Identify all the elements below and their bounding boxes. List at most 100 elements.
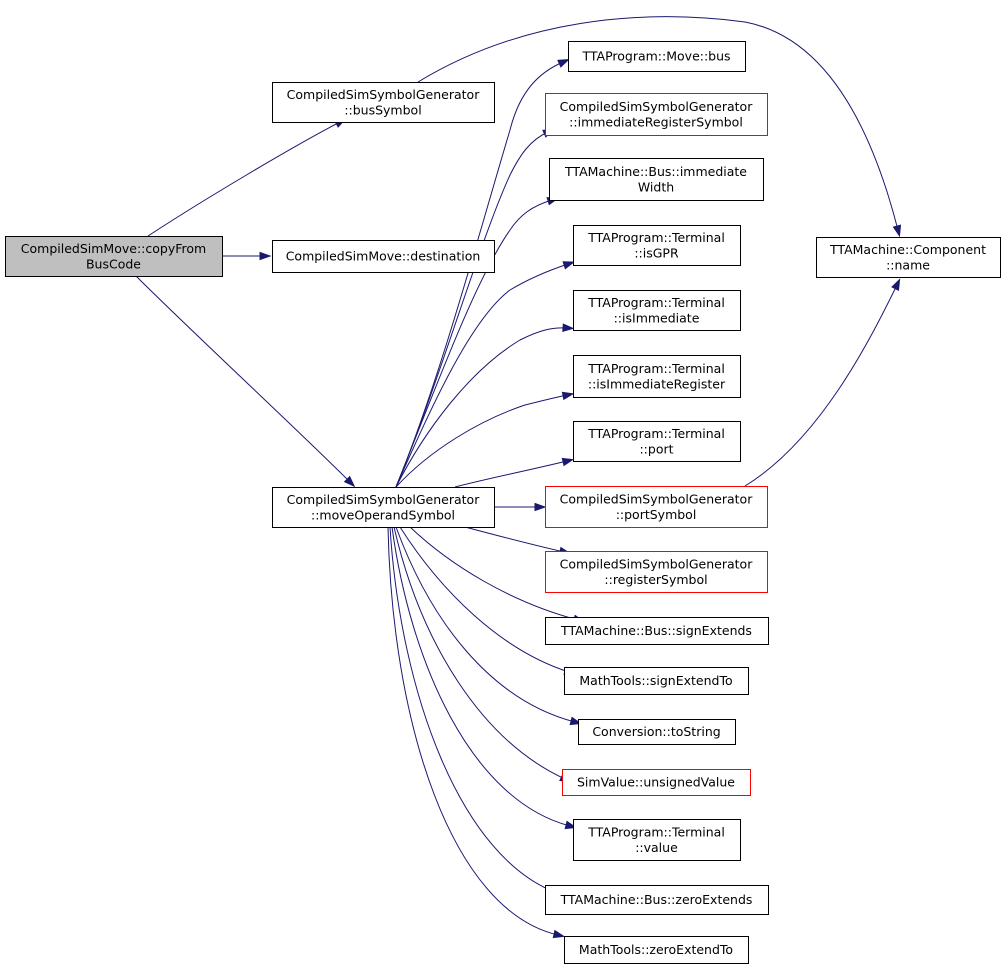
- edge-line: [387, 526, 559, 936]
- node-label: ::port: [639, 441, 673, 456]
- node-immRegSymbol[interactable]: CompiledSimSymbolGenerator::immediateReg…: [545, 93, 768, 136]
- edge-arrowhead: [561, 391, 575, 401]
- edge-line: [454, 460, 568, 488]
- node-label: ::isImmediateRegister: [588, 376, 726, 391]
- edge-busSymbol-to-componentName: [417, 16, 902, 238]
- edge-arrowhead: [534, 502, 547, 512]
- node-label: CompiledSimSymbolGenerator: [560, 99, 754, 114]
- edge-moveOperandSymbol-to-isGPR: [395, 261, 576, 488]
- node-label: TTAProgram::Terminal: [587, 230, 725, 245]
- node-destination[interactable]: CompiledSimMove::destination: [272, 240, 495, 273]
- node-box: [545, 551, 768, 593]
- edge-line: [395, 394, 568, 488]
- node-box: [545, 93, 768, 136]
- node-box: [573, 290, 741, 331]
- node-box: [549, 158, 764, 201]
- edge-moveOperandSymbol-to-signExtendTo: [399, 526, 577, 675]
- edge-arrowhead: [343, 475, 356, 488]
- node-label: TTAMachine::Component: [829, 242, 986, 257]
- edges-layer: [135, 16, 902, 939]
- edge-arrowhead: [562, 261, 576, 270]
- node-isImmediate[interactable]: TTAProgram::Terminal::isImmediate: [573, 290, 741, 331]
- edge-line: [395, 327, 568, 488]
- edge-root-to-destination: [222, 251, 272, 261]
- edge-moveOperandSymbol-to-portSymbol: [494, 502, 547, 512]
- node-box: [573, 819, 741, 861]
- node-toString[interactable]: Conversion::toString: [578, 719, 736, 745]
- node-label: TTAProgram::Move::bus: [581, 49, 730, 64]
- node-label: MathTools::signExtendTo: [579, 673, 732, 688]
- node-label: CompiledSimMove::destination: [286, 249, 481, 264]
- edge-moveOperandSymbol-to-zeroExtendTo: [387, 526, 566, 939]
- node-label: ::registerSymbol: [604, 572, 707, 587]
- edge-root-to-busSymbol: [147, 118, 347, 237]
- edge-line: [395, 526, 576, 723]
- node-box: [545, 885, 769, 915]
- edge-moveOperandSymbol-to-registerSymbol: [464, 526, 572, 556]
- node-box: [564, 667, 749, 695]
- node-box: [573, 421, 741, 462]
- node-busSymbol[interactable]: CompiledSimSymbolGenerator::busSymbol: [272, 82, 495, 123]
- node-label: SimValue::unsignedValue: [577, 775, 735, 790]
- edge-moveOperandSymbol-to-isImmediate: [395, 323, 575, 488]
- node-box: [5, 236, 223, 277]
- node-label: TTAMachine::Bus::zeroExtends: [560, 892, 753, 907]
- edge-line: [395, 263, 569, 488]
- node-label: ::isGPR: [634, 245, 679, 260]
- edge-arrowhead: [552, 929, 566, 939]
- node-box: [578, 719, 736, 745]
- node-signExtendTo[interactable]: MathTools::signExtendTo: [564, 667, 749, 695]
- node-box: [545, 617, 769, 645]
- edge-moveOperandSymbol-to-unsignedValue: [393, 526, 572, 783]
- node-label: TTAProgram::Terminal: [587, 361, 725, 376]
- edge-moveOperandSymbol-to-isImmReg: [395, 391, 575, 488]
- edge-arrowhead: [259, 251, 272, 261]
- edge-line: [409, 526, 579, 621]
- node-label: CompiledSimSymbolGenerator: [560, 556, 754, 571]
- edge-line: [393, 526, 566, 780]
- node-label: ::moveOperandSymbol: [311, 507, 455, 522]
- node-label: Conversion::toString: [592, 724, 720, 739]
- node-label: BusCode: [86, 256, 141, 271]
- node-label: TTAProgram::Terminal: [587, 295, 725, 310]
- edge-line: [147, 121, 341, 237]
- edge-line: [391, 526, 571, 827]
- edge-line: [399, 526, 570, 673]
- node-label: Width: [638, 179, 674, 194]
- node-label: CompiledSimSymbolGenerator: [560, 491, 754, 506]
- edge-root-to-moveOperandSymbol: [135, 275, 356, 488]
- node-label: ::value: [635, 840, 678, 855]
- edge-line: [464, 526, 565, 553]
- node-signExtends[interactable]: TTAMachine::Bus::signExtends: [545, 617, 769, 645]
- node-value[interactable]: TTAProgram::Terminal::value: [573, 819, 741, 861]
- node-label: CompiledSimMove::copyFrom: [21, 241, 206, 256]
- node-registerSymbol[interactable]: CompiledSimSymbolGenerator::registerSymb…: [545, 551, 768, 593]
- node-zeroExtendTo[interactable]: MathTools::zeroExtendTo: [564, 936, 749, 964]
- node-label: CompiledSimSymbolGenerator: [287, 492, 481, 507]
- node-port[interactable]: TTAProgram::Terminal::port: [573, 421, 741, 462]
- node-box: [564, 936, 749, 964]
- node-box: [562, 769, 751, 796]
- node-zeroExtends[interactable]: TTAMachine::Bus::zeroExtends: [545, 885, 769, 915]
- node-box: [272, 487, 495, 528]
- node-box: [568, 41, 746, 72]
- edge-line: [135, 275, 351, 483]
- node-isImmReg[interactable]: TTAProgram::Terminal::isImmediateRegiste…: [573, 355, 741, 398]
- nodes-layer: CompiledSimMove::copyFromBusCodeCompiled…: [5, 41, 1001, 964]
- node-unsignedValue[interactable]: SimValue::unsignedValue: [562, 769, 751, 796]
- node-portSymbol[interactable]: CompiledSimSymbolGenerator::portSymbol: [545, 486, 768, 528]
- node-box: [272, 240, 495, 273]
- node-isGPR[interactable]: TTAProgram::Terminal::isGPR: [573, 225, 741, 266]
- node-label: ::portSymbol: [616, 507, 697, 522]
- node-label: ::isImmediate: [614, 310, 700, 325]
- node-moveOperandSymbol[interactable]: CompiledSimSymbolGenerator::moveOperandS…: [272, 487, 495, 528]
- node-box: [816, 237, 1001, 278]
- node-label: TTAProgram::Terminal: [587, 824, 725, 839]
- node-moveBus[interactable]: TTAProgram::Move::bus: [568, 41, 746, 72]
- node-label: TTAMachine::Bus::signExtends: [560, 623, 752, 638]
- edge-line: [744, 284, 898, 487]
- node-componentName[interactable]: TTAMachine::Component::name: [816, 237, 1001, 278]
